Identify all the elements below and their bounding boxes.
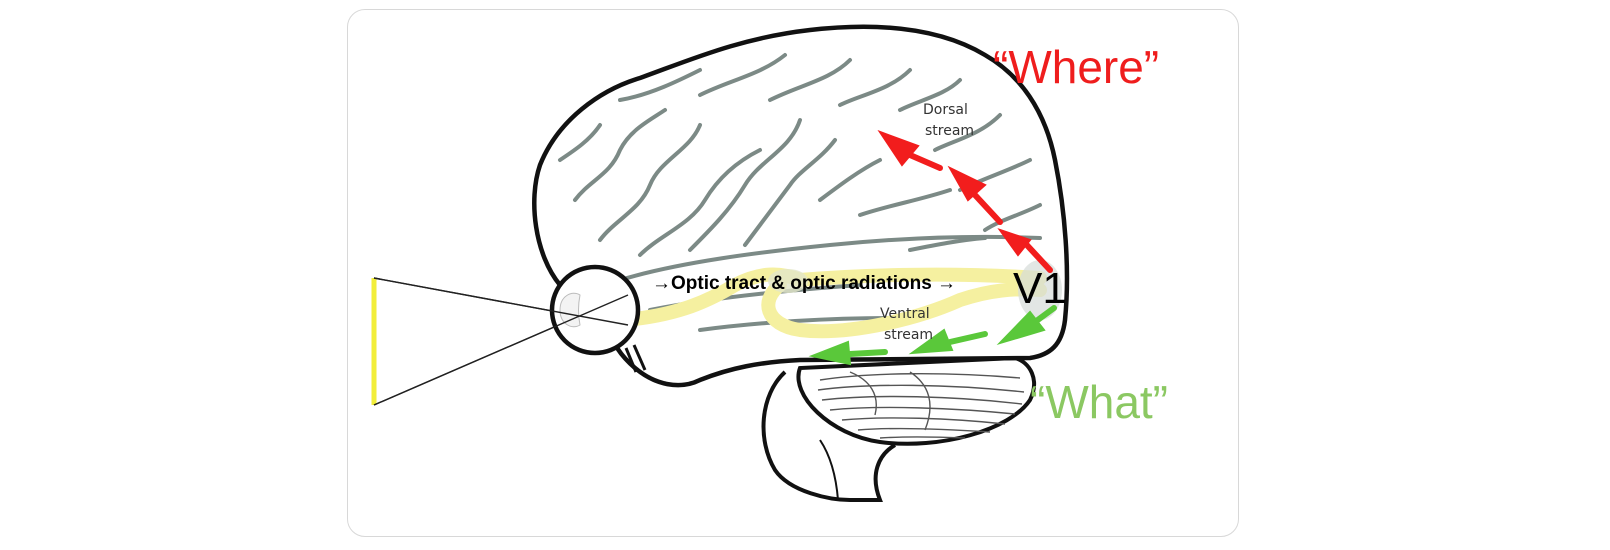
dorsal-arrow-icon: [877, 130, 1053, 273]
cerebellum: [796, 355, 1036, 446]
brain-sulci: [558, 53, 1042, 332]
v1-label: V1: [1013, 264, 1067, 313]
v1-region: [1018, 260, 1062, 320]
brain-outline: [532, 24, 1070, 388]
dorsal-stream-label-line1: Dorsal: [923, 102, 968, 118]
brainstem-line: [819, 439, 839, 501]
dorsal-stream-label-line2: stream: [925, 123, 974, 139]
ventral-stream-label-line1: Ventral: [880, 306, 930, 322]
where-label: “Where”: [993, 41, 1159, 93]
ventral-stream-label-line2: stream: [884, 327, 933, 343]
cerebellum-folia: [817, 371, 1025, 439]
ventral-arrow-icon: [808, 305, 1057, 366]
what-label: “What”: [1030, 376, 1168, 428]
optic-pathway-label: →Optic tract & optic radiations →: [652, 273, 956, 294]
eye-icon: [373, 264, 647, 406]
brainstem: [761, 370, 897, 502]
lgn-nucleus: [768, 269, 808, 293]
